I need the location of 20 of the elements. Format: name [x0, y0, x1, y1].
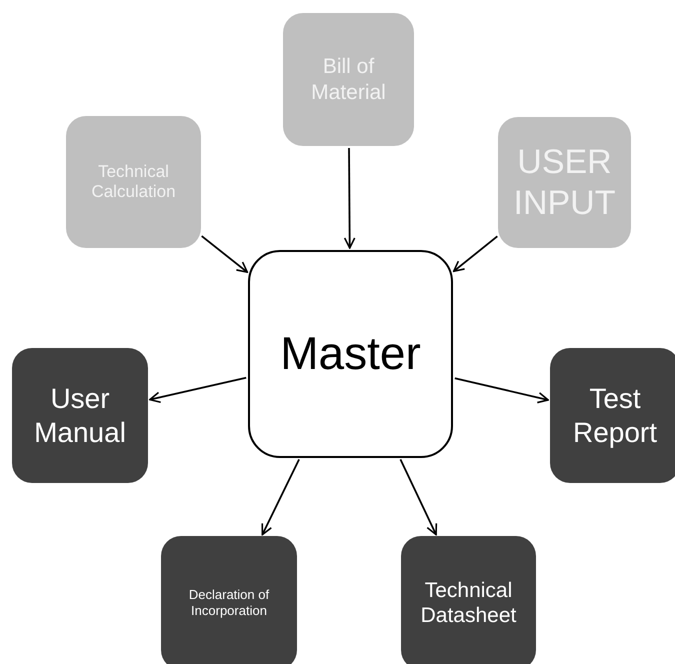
node-label: Declaration of Incorporation [188, 587, 270, 619]
arrow [261, 459, 300, 536]
arrow [344, 148, 356, 249]
central-box [248, 250, 453, 458]
output-box [550, 348, 675, 483]
arrow [454, 377, 549, 404]
input-box [498, 117, 631, 248]
node-label: User Manual [33, 382, 127, 450]
input-box [283, 13, 414, 146]
arrow [452, 236, 498, 272]
node-label: Technical Datasheet [420, 578, 518, 628]
output-box [161, 536, 297, 664]
node-label: Master [280, 326, 421, 382]
output-box [401, 536, 536, 664]
arrow [201, 235, 248, 273]
arrow [149, 376, 246, 404]
arrow [400, 459, 438, 536]
input-box [66, 116, 201, 248]
node-label: Test Report [572, 382, 658, 450]
output-box [12, 348, 148, 483]
